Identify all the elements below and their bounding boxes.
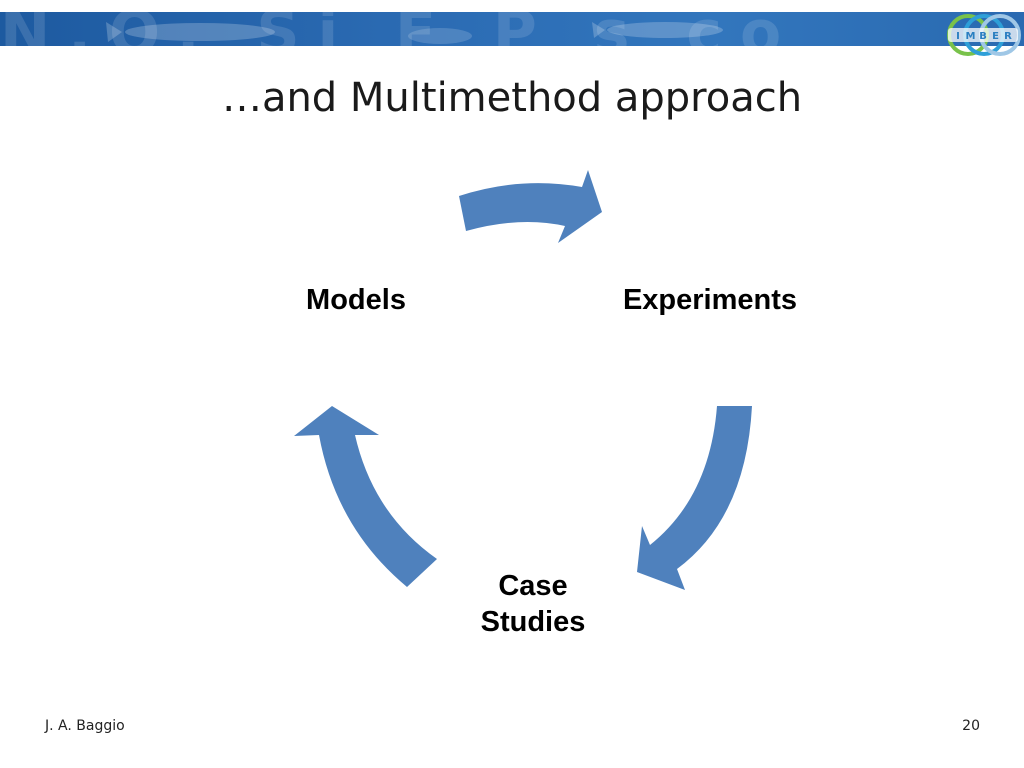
slide-number: 20 [962,718,980,734]
banner-watermark: N.O. Si F P s co [0,12,799,46]
fish-tail [106,22,122,42]
node-case-studies-line2: Studies [480,606,586,638]
logo-letter: R [1004,31,1012,42]
fish-tail [592,22,605,38]
logo-letter: E [992,31,999,42]
logo-letter: M [966,31,976,42]
arrow-models-to-experiments [459,170,602,243]
logo-letter: B [979,31,987,42]
logo-letter: I [956,31,960,42]
fish-silhouette [607,22,723,38]
slide-title: …and Multimethod approach [221,75,803,121]
fish-silhouette [125,23,275,41]
node-experiments: Experiments [622,284,798,316]
imber-logo: I M B E R [947,14,1021,56]
footer-author: J. A. Baggio [45,718,125,734]
header-banner: N.O. Si F P s co [0,12,1024,46]
arrow-case-studies-to-models [294,406,437,587]
node-case-studies: Case Studies [448,568,618,640]
banner-fish-silhouettes [106,22,723,44]
jellyfish-silhouette [408,28,472,44]
logo-band [948,28,1018,42]
node-case-studies-line1: Case [498,570,568,602]
node-models: Models [306,284,406,316]
arrow-experiments-to-case-studies [637,406,752,590]
